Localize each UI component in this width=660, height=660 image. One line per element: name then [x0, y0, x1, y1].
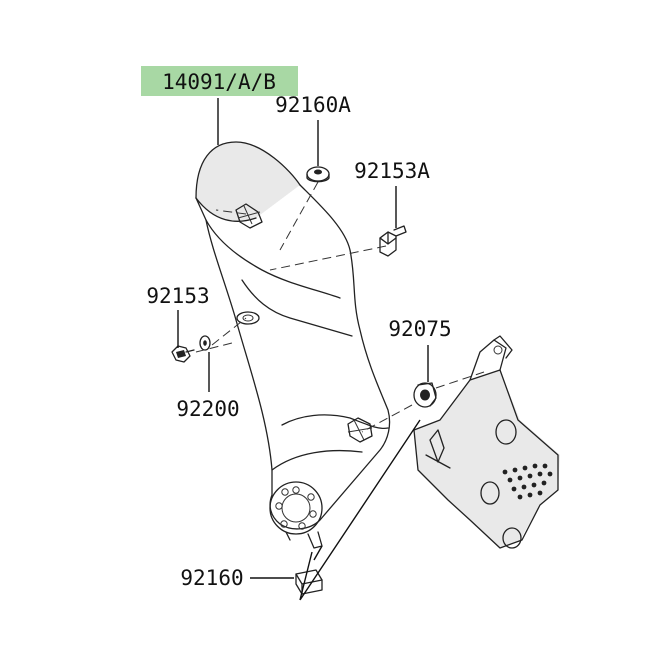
part-number-spacer-a: 92153A: [354, 159, 430, 183]
part-number-grommet-a: 92160A: [275, 93, 351, 117]
footrest-bracket: [413, 335, 560, 549]
part-number-bolt: 92153: [146, 284, 209, 308]
part-number-washer: 92200: [176, 397, 239, 421]
part-label-highlight: [141, 66, 298, 96]
washer-92200[interactable]: [199, 335, 211, 351]
spacer-92153a[interactable]: [379, 225, 407, 257]
part-number-pad: 92160: [180, 566, 243, 590]
heel-guard-part[interactable]: [195, 141, 391, 549]
part-number-grommet-b: 92075: [388, 317, 451, 341]
bolt-92153[interactable]: [171, 345, 195, 363]
grommet-92160a[interactable]: [306, 166, 330, 183]
part-number-guard: 14091/A/B: [162, 70, 276, 94]
grommet-92075[interactable]: [413, 382, 437, 408]
